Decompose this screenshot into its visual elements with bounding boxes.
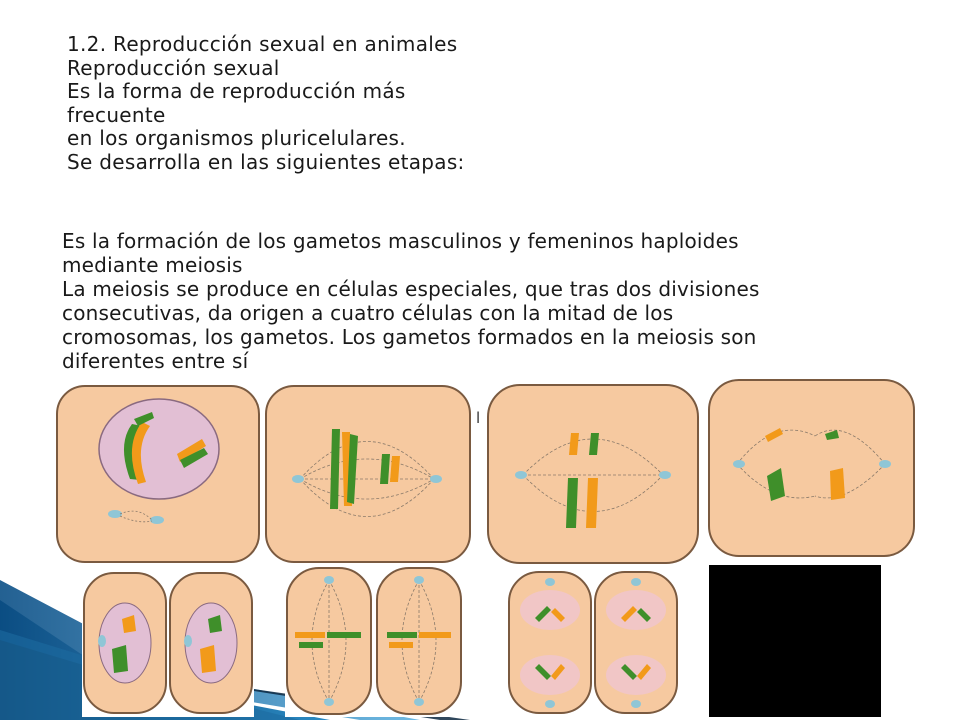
title-line: frecuente <box>67 102 166 127</box>
title-line: Reproducción sexual <box>67 55 280 80</box>
title-line: Se desarrolla en las siguientes etapas: <box>67 149 465 174</box>
meiosis-description: Es la formación de los gametos masculino… <box>62 229 922 384</box>
title-line: Es la forma de reproducción más <box>67 79 406 103</box>
metafase-i-figure <box>262 384 474 567</box>
anafase-ii-figure <box>507 570 679 717</box>
body-line: diferentes entre sí <box>62 349 249 373</box>
title-block: 1.2. Reproducción sexual en animales Rep… <box>67 32 465 174</box>
profase-i-figure <box>52 384 264 567</box>
body-line: cromosomas, los gametos. Los gametos for… <box>62 325 757 349</box>
black-placeholder-box <box>709 565 881 717</box>
telofase-i-figure <box>705 376 918 561</box>
anafase-i-figure <box>483 383 703 568</box>
profase-ii-figure <box>82 571 254 717</box>
stray-mark: l <box>476 409 481 427</box>
body-line: La meiosis se produce en células especia… <box>62 277 760 301</box>
body-line: mediante meiosis <box>62 253 243 277</box>
title-line: 1.2. Reproducción sexual en animales <box>67 32 458 56</box>
body-line: consecutivas, da origen a cuatro células… <box>62 301 674 325</box>
body-line: Es la formación de los gametos masculino… <box>62 229 739 253</box>
metafase-ii-figure <box>285 566 465 717</box>
title-line: en los organismos pluricelulares. <box>67 126 406 150</box>
